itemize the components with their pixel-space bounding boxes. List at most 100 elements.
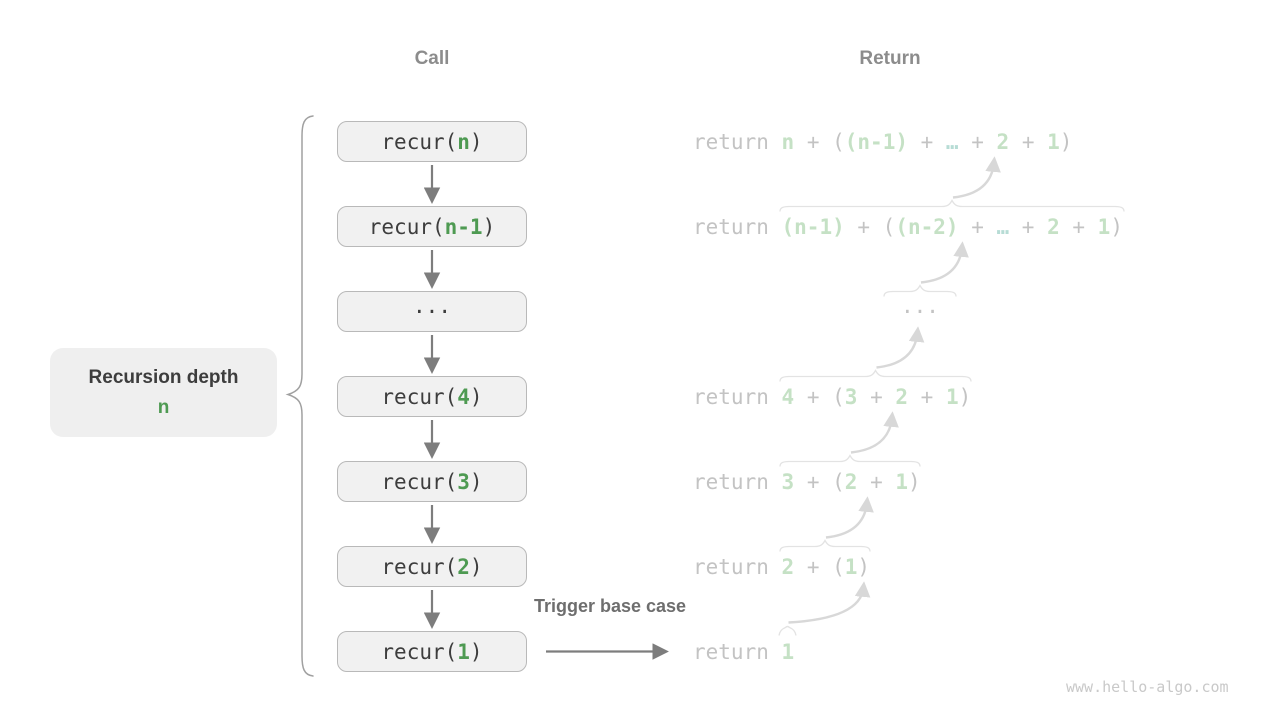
return-overbrace (883, 284, 957, 297)
return-text: + (794, 129, 833, 154)
return-text: 2 (996, 129, 1010, 154)
call-box-text: ) (482, 214, 496, 239)
return-text: + (907, 129, 946, 154)
call-box-text: recur( (381, 129, 458, 154)
call-box-text: ) (469, 554, 483, 579)
call-box-text: ) (469, 639, 483, 664)
return-text: return (693, 214, 782, 239)
return-text: + (844, 214, 883, 239)
return-text: ) (857, 554, 871, 579)
return-statement-row: return 4 + (3 + 2 + 1) (693, 383, 971, 411)
return-text: ( (832, 554, 845, 579)
call-box-text: ··· (413, 299, 451, 324)
return-text: + (1059, 214, 1098, 239)
call-box-text: 4 (457, 384, 470, 409)
return-text: ( (832, 384, 845, 409)
return-text: (n-1) (844, 129, 908, 154)
return-text: 4 (781, 384, 795, 409)
return-text: return (693, 469, 782, 494)
return-text: ) (1110, 214, 1123, 239)
recursion-depth-brace (285, 115, 314, 677)
call-box-text: recur( (368, 214, 445, 239)
return-flow-arrow (850, 411, 899, 454)
watermark: www.hello-algo.com (1066, 678, 1229, 696)
return-text: 2 (1047, 214, 1060, 239)
call-box-text: recur( (381, 639, 458, 664)
return-text: (n-1) (781, 214, 845, 239)
return-overbrace (779, 199, 1125, 212)
call-box-text: 1 (457, 639, 470, 664)
return-text: 2 (781, 554, 795, 579)
return-text: return (693, 384, 782, 409)
call-box: recur(n) (337, 121, 527, 162)
return-flow-arrow (788, 581, 871, 624)
return-flow-arrow (876, 326, 925, 369)
return-statement-row: return 1 (693, 638, 794, 666)
call-box-text: ) (469, 384, 483, 409)
return-text: + (794, 554, 833, 579)
return-statement-row: return 3 + (2 + 1) (693, 468, 921, 496)
return-text: + (958, 214, 997, 239)
return-statement-row: return n + ((n-1) + … + 2 + 1) (693, 128, 1072, 156)
return-text: 1 (945, 384, 959, 409)
return-text: 2 (844, 469, 858, 494)
return-text: ) (958, 384, 972, 409)
call-box-text: ) (469, 469, 483, 494)
return-text: + (794, 384, 833, 409)
call-box-text: recur( (381, 554, 458, 579)
return-text: return (693, 639, 782, 664)
return-text: return (693, 554, 782, 579)
return-text: 3 (781, 469, 795, 494)
return-text: + (908, 384, 946, 409)
recursion-depth-value: n (157, 396, 170, 418)
return-text: + (958, 129, 997, 154)
call-box: recur(3) (337, 461, 527, 502)
recursion-depth-label: Recursion depth n (50, 348, 277, 437)
return-text: 2 (895, 384, 909, 409)
return-text: + (1009, 129, 1048, 154)
call-box-text: recur( (381, 469, 458, 494)
return-overbrace (779, 539, 871, 552)
return-text: 1 (844, 554, 858, 579)
call-box: recur(2) (337, 546, 527, 587)
return-text: ) (1059, 129, 1073, 154)
trigger-base-case-label: Trigger base case (533, 596, 687, 616)
return-text: ( (832, 129, 845, 154)
return-statement-row: return 2 + (1) (693, 553, 870, 581)
return-flow-arrow (920, 241, 969, 284)
return-overbrace (778, 625, 797, 636)
return-text: 1 (1047, 129, 1060, 154)
return-flow-arrow (952, 156, 1001, 199)
return-text: ··· (901, 299, 939, 324)
return-text: + (794, 469, 833, 494)
return-text: 1 (1097, 214, 1111, 239)
return-ellipsis-row: ··· (901, 298, 939, 326)
call-box-text: n-1 (444, 214, 483, 239)
call-box: recur(1) (337, 631, 527, 672)
return-text: n (781, 129, 795, 154)
return-text: ( (832, 469, 845, 494)
call-column-header: Call (414, 48, 450, 69)
return-text: + (857, 469, 896, 494)
call-box: recur(4) (337, 376, 527, 417)
return-column-header: Return (859, 48, 921, 69)
recursion-depth-text: Recursion depth (88, 366, 239, 388)
return-text: … (945, 129, 959, 154)
return-text: ) (908, 469, 921, 494)
return-flow-arrow (825, 496, 874, 539)
call-box-text: n (457, 129, 470, 154)
call-box: recur(n-1) (337, 206, 527, 247)
return-text: 1 (895, 469, 909, 494)
call-box-text: 2 (457, 554, 470, 579)
call-box-text: ) (469, 129, 483, 154)
return-overbrace (779, 454, 921, 467)
return-text: ( (882, 214, 896, 239)
return-statement-row: return (n-1) + ((n-2) + … + 2 + 1) (693, 213, 1123, 241)
return-text: + (1009, 214, 1048, 239)
return-text: return (693, 129, 782, 154)
return-text: + (857, 384, 896, 409)
return-text: 1 (781, 639, 795, 664)
call-box-text: recur( (381, 384, 458, 409)
